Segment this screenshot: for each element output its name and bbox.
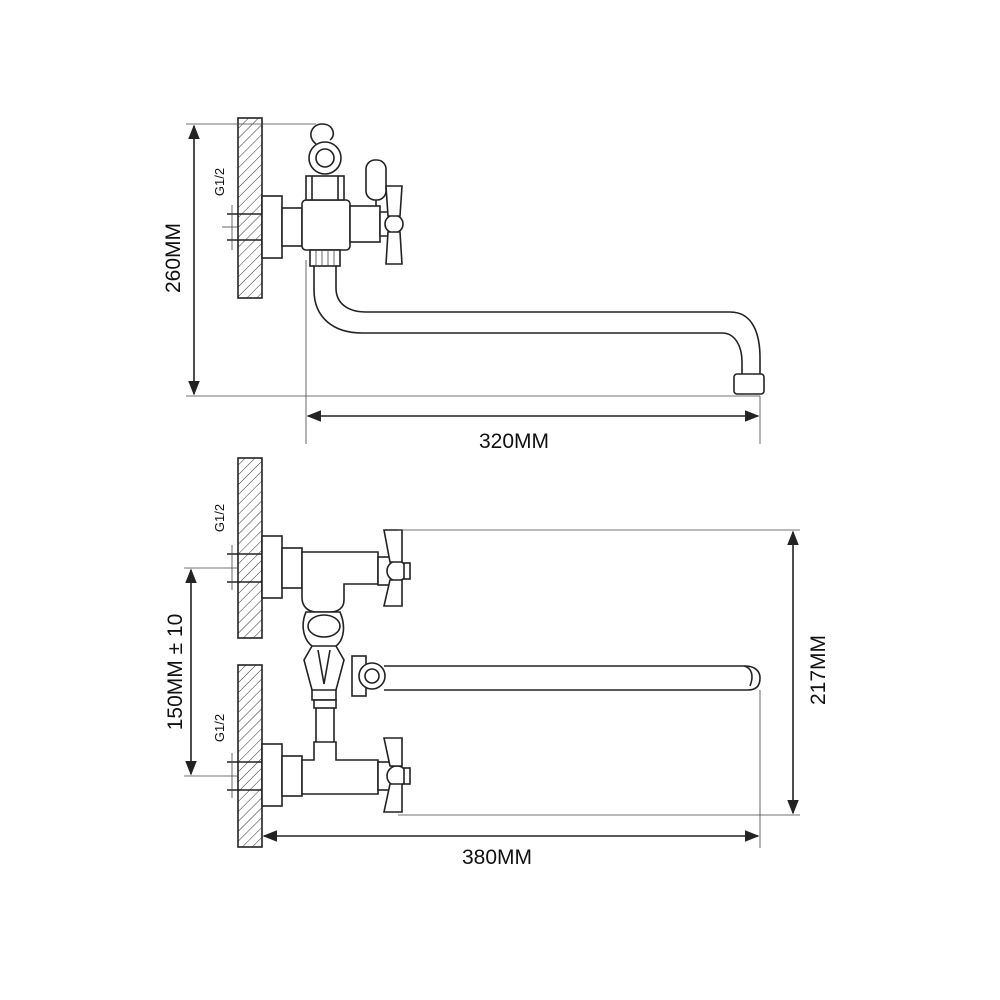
thread-label-front-upper: G1/2 bbox=[212, 504, 227, 532]
thread-pipe bbox=[222, 205, 262, 250]
wall-section-upper bbox=[237, 457, 263, 639]
thread-label-top: G1/2 bbox=[212, 168, 227, 196]
diverter-lever bbox=[365, 159, 387, 201]
mixer-body bbox=[301, 199, 351, 251]
nut bbox=[281, 207, 303, 247]
shower-hook bbox=[310, 123, 335, 145]
dimension-label-260: 260MM bbox=[162, 223, 185, 293]
central-column bbox=[302, 611, 345, 742]
cross-handle-upper bbox=[377, 529, 411, 607]
dimension-length-320: 320MM bbox=[305, 260, 761, 453]
top-view: 260MM G1/2 320MM bbox=[162, 117, 765, 453]
dimension-length-380: 380MM bbox=[262, 690, 761, 869]
cross-handle bbox=[349, 185, 404, 265]
upper-body bbox=[301, 551, 379, 613]
wall-section bbox=[237, 117, 263, 299]
long-spout bbox=[384, 665, 761, 691]
dimension-height-260: 260MM bbox=[162, 123, 760, 397]
lower-body bbox=[301, 741, 379, 795]
dimension-label-380: 380MM bbox=[462, 846, 532, 869]
dimension-axis-spacing: 150MM ± 10 bbox=[164, 567, 238, 777]
dimension-label-150: 150MM ± 10 bbox=[164, 614, 187, 731]
front-view: G1/2 G1/2 150MM ± 10 217MM 380MM bbox=[164, 457, 830, 869]
dimension-label-217: 217MM bbox=[807, 635, 830, 705]
shower-holder bbox=[308, 141, 342, 175]
thread-label-front-lower: G1/2 bbox=[212, 714, 227, 742]
escutcheon bbox=[261, 195, 283, 259]
dimension-height-217: 217MM bbox=[398, 529, 830, 816]
spout bbox=[313, 266, 761, 374]
spout-nut bbox=[309, 249, 341, 267]
aerator bbox=[733, 373, 765, 395]
dimension-label-320: 320MM bbox=[479, 430, 549, 453]
upper-inlet bbox=[227, 535, 303, 599]
wall-section-lower bbox=[237, 664, 263, 848]
lower-inlet bbox=[227, 743, 303, 807]
cross-handle-lower bbox=[377, 737, 411, 813]
